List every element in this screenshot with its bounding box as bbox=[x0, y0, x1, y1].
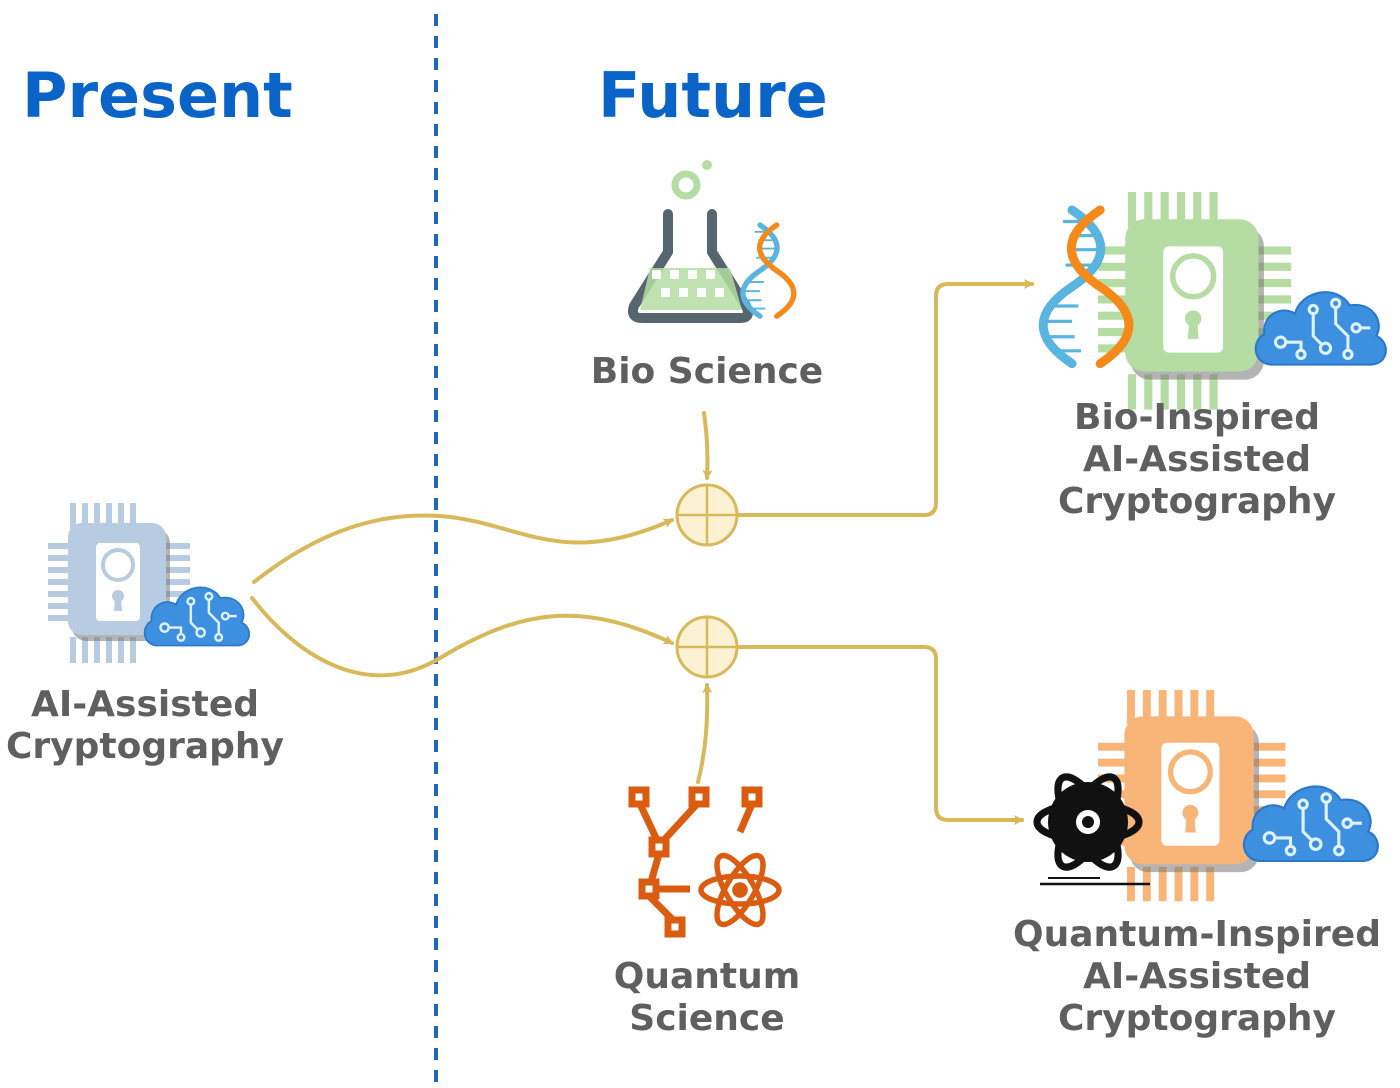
connector-present-to-bio-join bbox=[252, 513, 674, 584]
present-icon-group bbox=[46, 501, 251, 665]
label-line: AI-Assisted bbox=[1082, 956, 1312, 997]
label-line: Cryptography bbox=[5, 726, 285, 767]
circled-plus-icon bbox=[675, 615, 739, 679]
bio-inspired-icon-group bbox=[1043, 192, 1388, 410]
quantum-inspired-label: Quantum-Inspired AI-Assisted Cryptograph… bbox=[1006, 914, 1388, 1040]
label-line: Cryptography bbox=[1057, 998, 1337, 1039]
label-line: AI-Assisted bbox=[30, 684, 260, 725]
present-node-label: AI-Assisted Cryptography bbox=[0, 684, 290, 768]
quantum-inspired-icon-group bbox=[1037, 690, 1380, 901]
connector-bio-science-to-join bbox=[702, 411, 713, 480]
circled-plus-icon bbox=[675, 483, 739, 547]
label-line: AI-Assisted bbox=[1082, 439, 1312, 480]
quantum-science-label: Quantum Science bbox=[570, 956, 844, 1040]
label-line: Quantum bbox=[613, 956, 801, 997]
bio-science-label: Bio Science bbox=[570, 351, 844, 393]
label-line: Bio-Inspired bbox=[1074, 397, 1320, 438]
label-line: Science bbox=[629, 998, 785, 1039]
chip-icon bbox=[1098, 690, 1285, 901]
label-line: Bio Science bbox=[590, 351, 824, 392]
network-icon bbox=[628, 786, 763, 938]
bio-science-icon-group bbox=[628, 160, 794, 323]
flask-icon bbox=[628, 160, 753, 323]
connector-lines bbox=[250, 279, 1034, 825]
atom-icon bbox=[701, 849, 779, 931]
label-line: Quantum-Inspired bbox=[1013, 914, 1381, 955]
connector-join-to-bio-inspired bbox=[736, 279, 1034, 517]
dna-icon bbox=[743, 225, 794, 316]
connector-present-to-quantum-join bbox=[250, 596, 674, 678]
connector-join-to-quantum-inspired bbox=[736, 645, 1024, 825]
label-line: Cryptography bbox=[1057, 481, 1337, 522]
quantum-science-icon-group bbox=[628, 786, 779, 938]
future-heading: Future bbox=[598, 59, 828, 132]
present-heading: Present bbox=[22, 59, 293, 132]
atom-icon bbox=[1037, 769, 1150, 886]
chip-icon bbox=[1098, 192, 1291, 410]
connector-quantum-science-to-join bbox=[696, 683, 713, 784]
bio-inspired-label: Bio-Inspired AI-Assisted Cryptography bbox=[1030, 397, 1364, 523]
